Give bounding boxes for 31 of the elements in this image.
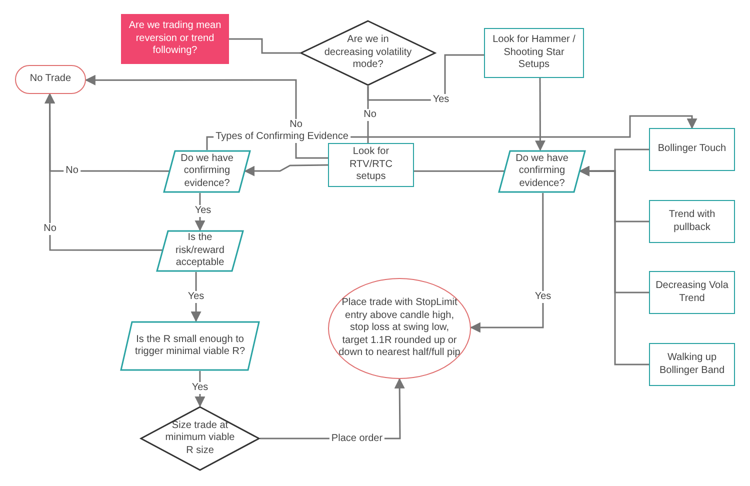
- decision-diamond: Size trade at minimum viable R size: [140, 406, 260, 471]
- connector-arrow: [190, 272, 202, 322]
- edge-label: No: [362, 109, 378, 121]
- process-box: Look for RTV/RTC setups: [328, 143, 414, 187]
- input-parallelogram: Do we have confirming evidence?: [163, 150, 251, 193]
- decision-diamond: Are we in decreasing volatility mode?: [300, 20, 436, 86]
- input-parallelogram: Is the risk/reward acceptable: [156, 230, 244, 272]
- process-box: Look for Hammer / Shooting Star Setups: [484, 28, 584, 78]
- edge-label: Yes: [190, 382, 210, 394]
- edge-label: Yes: [532, 291, 554, 303]
- connector-arrow: [244, 164, 328, 176]
- terminal-box: No Trade: [15, 65, 86, 94]
- edge-label: No: [288, 119, 304, 131]
- input-parallelogram: Is the R small enough to trigger minimal viable R?: [120, 321, 260, 371]
- question-box: Are we trading mean reversion or trend following?: [121, 14, 229, 64]
- connector-arrow: [44, 92, 162, 251]
- input-parallelogram: Do we have confirming evidence?: [498, 150, 586, 193]
- connector-arrow: [84, 74, 328, 159]
- terminal-oval: Place trade with StopLimit entry above candle high, stop loss at swing low, target 1.1R rounded up or down to nearest half/full pip: [328, 278, 471, 379]
- process-box: Trend with pullback: [649, 200, 735, 243]
- connector-arrow: [579, 166, 649, 366]
- edge-label: Yes: [186, 291, 206, 303]
- edge-label: Yes: [192, 205, 214, 217]
- process-box: Walking up Bollinger Band: [649, 343, 735, 386]
- connector-arrow: [534, 78, 546, 152]
- edge-label: Types of Confirming Evidence: [214, 131, 350, 143]
- connector-arrow: [470, 193, 544, 333]
- process-box: Decreasing Vola Trend: [649, 271, 735, 314]
- edge-label: No: [42, 223, 58, 235]
- process-box: Bollinger Touch: [649, 128, 735, 171]
- connector-arrow: [194, 193, 206, 232]
